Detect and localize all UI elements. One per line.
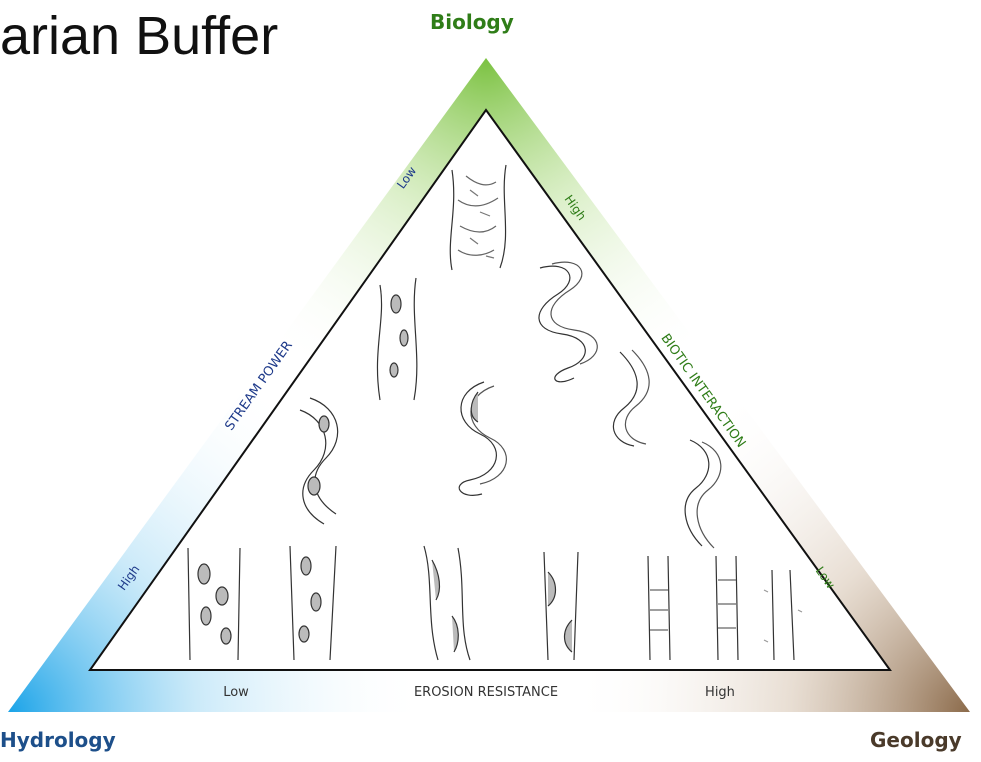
erosion-resistance-high: High: [705, 685, 735, 700]
corner-label-hydrology: Hydrology: [0, 728, 116, 752]
slide-title: arian Buffer: [0, 4, 278, 69]
erosion-resistance-label: EROSION RESISTANCE: [414, 685, 558, 700]
inner-triangle: [90, 110, 890, 670]
corner-label-geology: Geology: [870, 728, 962, 752]
corner-label-biology: Biology: [430, 10, 514, 34]
erosion-resistance-low: Low: [223, 685, 249, 700]
